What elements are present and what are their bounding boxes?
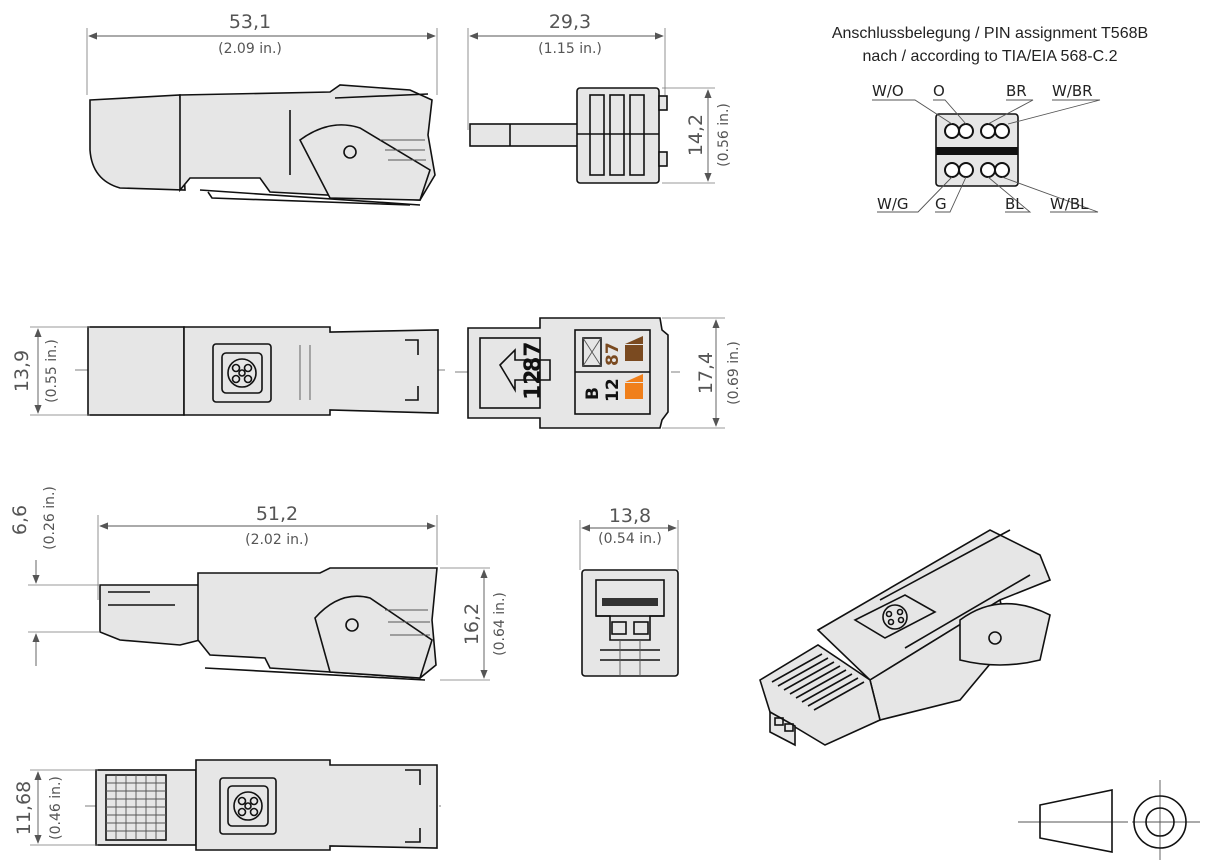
contact-grid: [106, 775, 166, 840]
dim-length-side-mm: 51,2: [256, 503, 298, 525]
dim-offset-side-mm: 6,6: [9, 505, 31, 535]
dim-length-top-inch: (2.09 in.): [218, 41, 282, 57]
pin-number-colored-12: 12: [603, 378, 623, 402]
dim-height-side-inch: (0.64 in.): [492, 592, 508, 656]
pin-circles-top: [944, 123, 1010, 139]
pin-label-w-o: W/O: [872, 82, 904, 100]
pin-label-bl: BL: [1005, 195, 1024, 213]
dim-length-front-inch: (1.15 in.): [538, 41, 602, 57]
dim-width-top-view-inch: (0.55 in.): [44, 339, 60, 403]
pin-label-o: O: [933, 82, 945, 100]
standard-letter: B: [583, 387, 603, 400]
top-view-middle: 13,9 (0.55 in.): [11, 326, 445, 416]
dim-length-side-inch: (2.02 in.): [245, 532, 309, 548]
front-view-top: 29,3 (1.15 in.) 14,2 (0.56 in.): [467, 11, 732, 184]
bottom-view: 11,68 (0.46 in.): [13, 759, 445, 851]
side-view-lower: 51,2 (2.02 in.) 6,6 (0.26 in.) 16,2 (0.6…: [9, 486, 508, 681]
pin-number-left-12: 12: [521, 369, 546, 400]
pin-label-br: BR: [1006, 82, 1027, 100]
projection-symbol: [1018, 780, 1200, 860]
brown-wire-tip: [625, 336, 643, 344]
side-view-top: 53,1 (2.09 in.): [86, 11, 438, 206]
pin-number-left-87: 87: [521, 341, 546, 372]
pin-label-w-br: W/BR: [1052, 82, 1093, 100]
orange-wire-block: [625, 383, 643, 399]
dim-height-front-mm: 14,2: [685, 114, 707, 156]
pin-assignment-title-line2: nach / according to TIA/EIA 568-C.2: [863, 48, 1118, 65]
dim-width-top-view-mm: 13,9: [11, 350, 33, 392]
pin-assignment-title-line1: Anschlussbelegung / PIN assignment T568B: [832, 25, 1148, 42]
pin-circles-bottom: [944, 162, 1010, 178]
pin-label-w-bl: W/BL: [1050, 195, 1089, 213]
dim-length-front-mm: 29,3: [549, 11, 591, 33]
dim-width-end-mm: 13,8: [609, 505, 651, 527]
pin-label-w-g: W/G: [877, 195, 909, 213]
dim-width-open-view-mm: 17,4: [695, 352, 717, 394]
orange-wire-tip: [625, 374, 643, 382]
dim-width-bottom-mm: 11,68: [13, 781, 35, 835]
pin-assignment-diagram: Anschlussbelegung / PIN assignment T568B…: [832, 25, 1148, 213]
dim-width-bottom-inch: (0.46 in.): [48, 776, 64, 840]
dim-width-open-view-inch: (0.69 in.): [726, 341, 742, 405]
dim-height-side-mm: 16,2: [461, 603, 483, 645]
brown-wire-block: [625, 345, 643, 361]
dim-width-end-inch: (0.54 in.): [598, 531, 662, 547]
dim-offset-side-inch: (0.26 in.): [42, 486, 58, 550]
dim-length-top-mm: 53,1: [229, 11, 271, 33]
dim-height-front-inch: (0.56 in.): [716, 103, 732, 167]
pin-number-colored-87: 87: [603, 342, 623, 366]
pin-label-g: G: [935, 195, 947, 213]
isometric-view: [759, 529, 1052, 747]
end-view-lower: 13,8 (0.54 in.): [579, 505, 679, 677]
open-view-middle: 12 87 87 12 B 17,4 (0.69 in.): [455, 317, 742, 429]
rj45-contacts: [771, 653, 865, 711]
